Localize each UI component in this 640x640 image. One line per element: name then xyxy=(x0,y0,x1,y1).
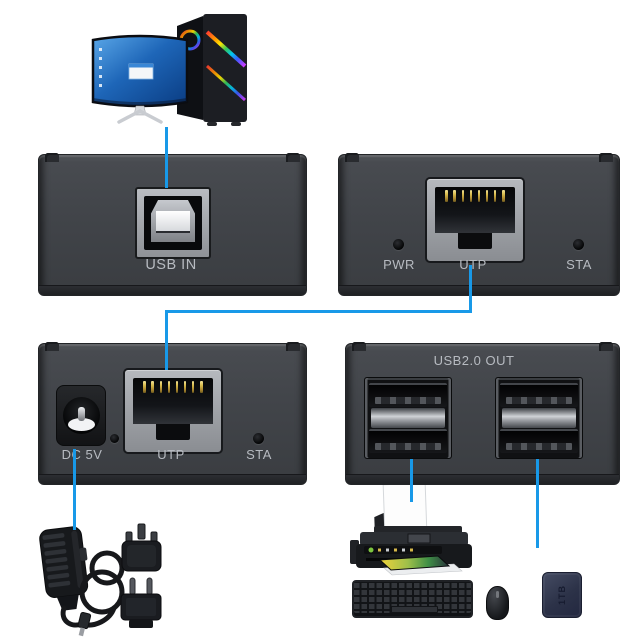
printer-icon xyxy=(350,482,472,576)
local-usb-unit: USB IN xyxy=(38,153,307,296)
dc-barrel-plug-icon xyxy=(77,611,92,637)
mount-ear-icon xyxy=(286,153,300,162)
hard-drive-label: 1TB xyxy=(556,584,567,606)
cable-dc-power xyxy=(73,449,76,530)
usb-metal-band xyxy=(371,408,445,428)
photo-output-icon xyxy=(378,555,463,576)
computer-icon xyxy=(91,14,247,126)
cable-usb-to-hard-drive xyxy=(536,459,539,548)
usb-a-port xyxy=(369,383,447,408)
mouse-icon xyxy=(486,586,509,620)
usb-a-quad-port-left xyxy=(364,377,452,459)
box-foot xyxy=(39,285,306,295)
usb2-out-title: USB2.0 OUT xyxy=(433,353,515,368)
sta-label: STA xyxy=(566,257,592,272)
utp-label: UTP xyxy=(459,257,487,272)
utp-label: UTP xyxy=(157,447,185,462)
pwr-label: PWR xyxy=(383,257,415,272)
mount-ear-icon xyxy=(599,153,613,162)
box-foot xyxy=(346,474,619,484)
cable-usb-to-printer xyxy=(410,459,413,502)
cable-utp-into-rx xyxy=(165,310,168,370)
rj45-port xyxy=(425,177,525,263)
power-adapter-icon xyxy=(39,523,162,637)
usb-a-port xyxy=(369,428,447,453)
adapter-body-icon xyxy=(39,526,89,611)
usb-b-connector-icon xyxy=(151,200,195,242)
mount-ear-icon xyxy=(352,342,366,351)
cable-utp-down-from-tx xyxy=(469,265,472,313)
usb-a-quad-port-right xyxy=(495,377,583,459)
sta-label: STA xyxy=(246,447,272,462)
uk-plug-icon xyxy=(121,523,162,572)
adapter-cable-icon xyxy=(60,550,125,637)
keyboard-icon xyxy=(352,580,473,618)
cable-utp-horizontal xyxy=(165,310,472,313)
pwr-led xyxy=(393,239,404,250)
usb-b-port xyxy=(135,187,211,259)
usb-a-port xyxy=(500,383,578,408)
sta-led xyxy=(573,239,584,250)
remote-usb-unit: USB2.0 OUT xyxy=(345,342,620,485)
eu-plug-icon xyxy=(120,577,162,628)
cable-pc-to-usb-in xyxy=(165,127,168,188)
hard-drive-icon: 1TB xyxy=(542,572,582,618)
dc-power-jack xyxy=(56,385,106,446)
usb-metal-band xyxy=(502,408,576,428)
local-utp-unit: PWR UTP STA xyxy=(338,153,620,296)
mount-ear-icon xyxy=(45,342,59,351)
rj45-pins xyxy=(143,381,203,393)
power-led-mini xyxy=(110,434,119,443)
rj45-pins xyxy=(445,190,505,202)
spacebar-icon xyxy=(391,606,438,613)
mount-ear-icon xyxy=(286,342,300,351)
box-foot xyxy=(39,474,306,484)
mount-ear-icon xyxy=(45,153,59,162)
box-foot xyxy=(339,285,619,295)
usb-a-port xyxy=(500,428,578,453)
mount-ear-icon xyxy=(599,342,613,351)
usb-in-label: USB IN xyxy=(145,257,197,273)
mouse-wheel-icon xyxy=(496,591,499,598)
usb-b-cavity xyxy=(144,196,202,250)
dc-5v-label: DC 5V xyxy=(61,447,103,462)
rj45-port xyxy=(123,368,223,454)
monitor-icon xyxy=(91,34,189,124)
remote-utp-unit: DC 5V UTP STA xyxy=(38,342,307,485)
mount-ear-icon xyxy=(345,153,359,162)
sta-led xyxy=(253,433,264,444)
